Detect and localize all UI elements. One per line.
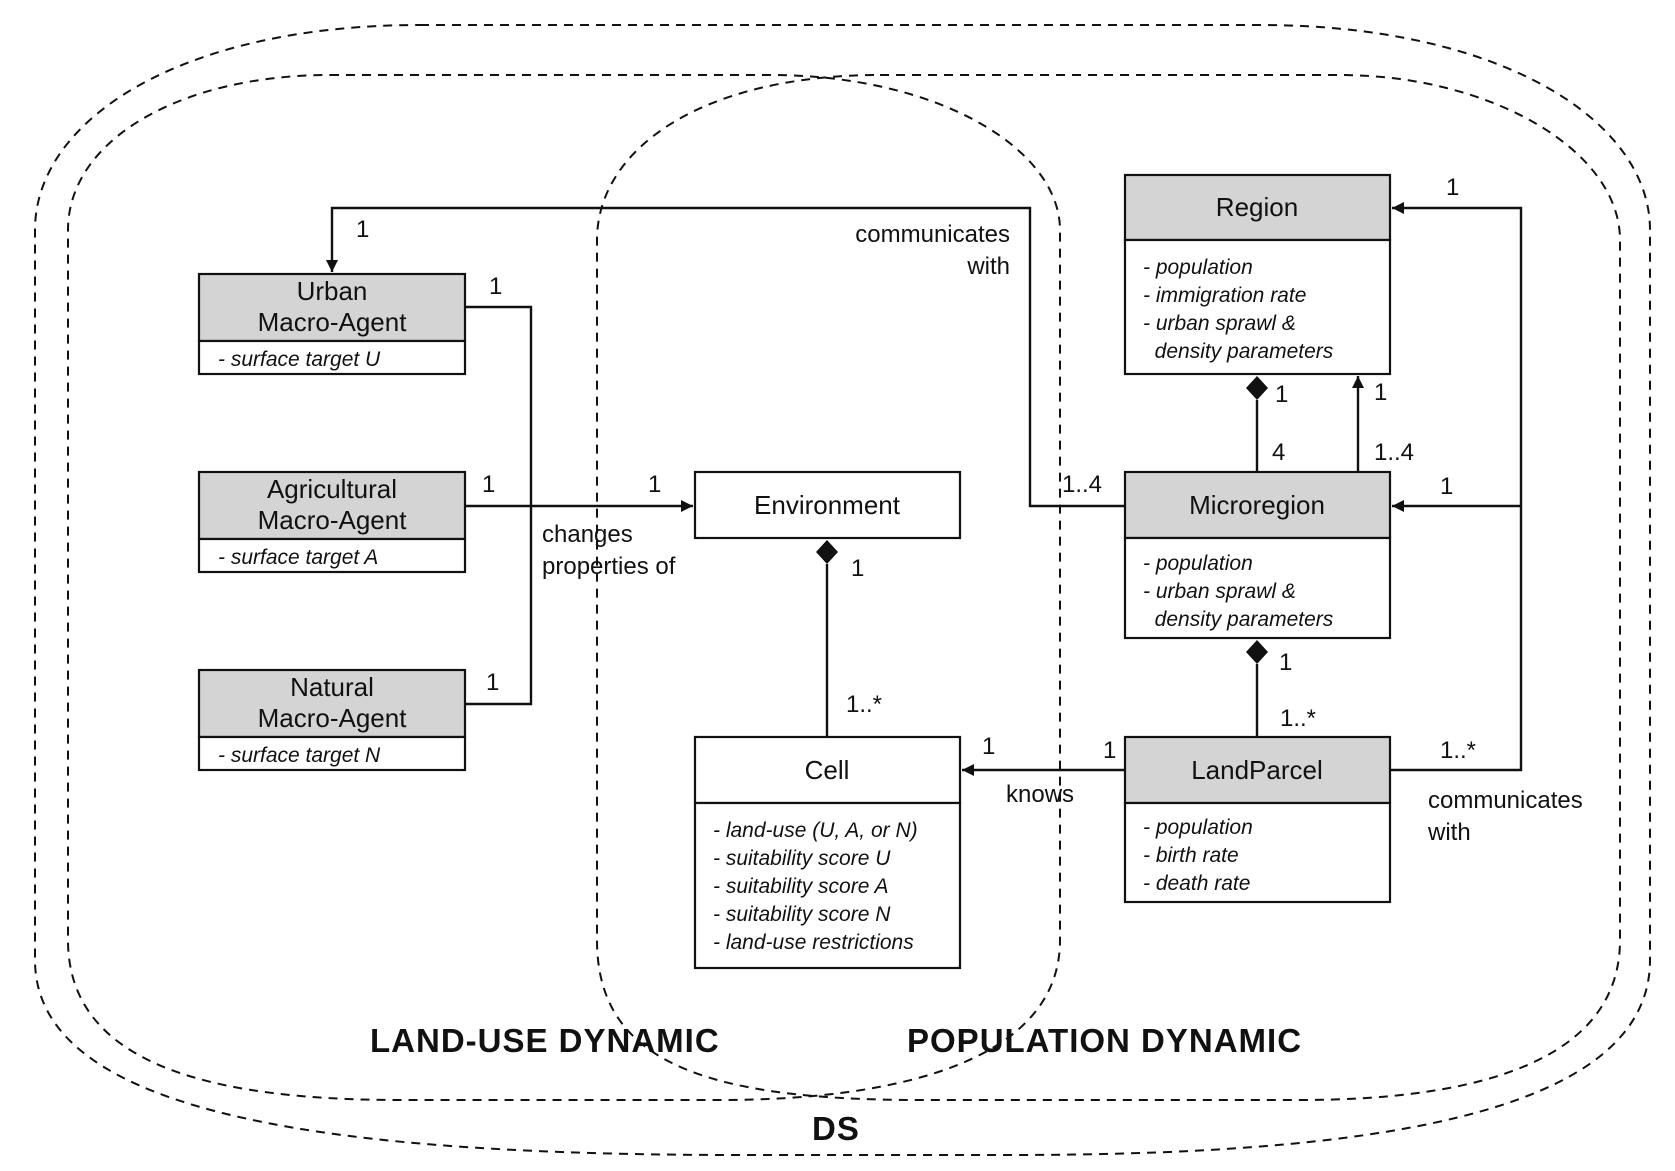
svg-text:LandParcel: LandParcel xyxy=(1191,755,1323,785)
environment-class: Environment xyxy=(693,470,962,540)
microregion-landparcel-composition xyxy=(1246,640,1268,737)
communicates-with-region-association xyxy=(1390,202,1523,772)
mult-parcel-right: 1..* xyxy=(1440,737,1476,764)
svg-text:- surface target A: - surface target A xyxy=(218,546,378,569)
mult-parcel-top: 1..* xyxy=(1280,705,1316,732)
svg-text:- birth rate: - birth rate xyxy=(1143,844,1239,867)
urban-macro-agent-class: Urban Macro-Agent - surface target U xyxy=(197,272,467,376)
svg-text:Urban: Urban xyxy=(297,276,368,306)
svg-text:density parameters: density parameters xyxy=(1143,340,1334,363)
mult-env-comp: 1 xyxy=(851,555,864,582)
svg-text:Agricultural: Agricultural xyxy=(267,474,397,504)
landparcel-class: LandParcel - population - birth rate - d… xyxy=(1123,735,1392,904)
svg-text:- land-use (U, A, or N): - land-use (U, A, or N) xyxy=(713,819,918,842)
mult-env-left: 1 xyxy=(648,471,661,498)
mult-micro-right: 1 xyxy=(1440,473,1453,500)
cell-class: Cell - land-use (U, A, or N) - suitabili… xyxy=(693,735,962,970)
mult-region-right: 1 xyxy=(1446,174,1459,201)
knows-label: knows xyxy=(1006,781,1074,808)
svg-text:Region: Region xyxy=(1216,192,1298,222)
svg-text:- population: - population xyxy=(1143,816,1253,839)
mult-micro-comp-end: 4 xyxy=(1272,439,1285,466)
mult-micro-left: 1..4 xyxy=(1062,471,1102,498)
svg-text:Cell: Cell xyxy=(805,755,850,785)
region-class: Region - population - immigration rate -… xyxy=(1123,173,1392,376)
svg-text:- death rate: - death rate xyxy=(1143,872,1250,895)
natural-macro-agent-class: Natural Macro-Agent - surface target N xyxy=(197,668,467,772)
mult-agri-right: 1 xyxy=(482,471,495,498)
mult-cell-top: 1..* xyxy=(846,691,882,718)
mult-urban-right: 1 xyxy=(489,273,502,300)
ds-title: DS xyxy=(812,1110,860,1147)
svg-text:Macro-Agent: Macro-Agent xyxy=(258,703,408,733)
microregion-class: Microregion - population - urban sprawl … xyxy=(1123,470,1392,640)
svg-text:- population: - population xyxy=(1143,256,1253,279)
svg-text:Microregion: Microregion xyxy=(1189,490,1325,520)
ds-boundary xyxy=(34,24,1651,1156)
svg-text:density parameters: density parameters xyxy=(1143,608,1334,631)
svg-text:Environment: Environment xyxy=(754,490,901,520)
changes-properties-association xyxy=(465,305,693,706)
population-dynamic-title: POPULATION DYNAMIC xyxy=(907,1022,1302,1059)
with-right-label: with xyxy=(1427,819,1471,846)
land-use-dynamic-title: LAND-USE DYNAMIC xyxy=(370,1022,720,1059)
mult-parcel-left: 1 xyxy=(1103,737,1116,764)
svg-text:Natural: Natural xyxy=(290,672,374,702)
svg-text:Macro-Agent: Macro-Agent xyxy=(258,505,408,535)
svg-text:- urban sprawl &: - urban sprawl & xyxy=(1143,312,1296,335)
land-use-dynamic-boundary xyxy=(67,74,1061,1101)
svg-text:- suitability score U: - suitability score U xyxy=(713,847,891,870)
region-microregion-composition xyxy=(1246,376,1268,472)
svg-text:- urban sprawl &: - urban sprawl & xyxy=(1143,580,1296,603)
properties-of-label: properties of xyxy=(542,553,676,580)
mult-natural-right: 1 xyxy=(486,669,499,696)
environment-cell-composition xyxy=(816,540,838,737)
communicates-right-label: communicates xyxy=(1428,787,1583,814)
svg-text:- immigration rate: - immigration rate xyxy=(1143,284,1306,307)
mult-region-inh: 1 xyxy=(1374,379,1387,406)
svg-text:- suitability score A: - suitability score A xyxy=(713,875,888,898)
mult-cell-right: 1 xyxy=(982,733,995,760)
communicates-with-urban-association xyxy=(326,206,1125,508)
agricultural-macro-agent-class: Agricultural Macro-Agent - surface targe… xyxy=(197,470,467,574)
svg-text:- surface target U: - surface target U xyxy=(218,348,381,371)
mult-region-comp: 1 xyxy=(1275,381,1288,408)
with-top-label: with xyxy=(966,253,1010,280)
svg-text:- suitability score N: - suitability score N xyxy=(713,903,891,926)
population-dynamic-boundary xyxy=(596,74,1621,1101)
svg-text:- surface target N: - surface target N xyxy=(218,744,381,767)
mult-micro-inh-end: 1..4 xyxy=(1374,439,1414,466)
svg-text:- land-use restrictions: - land-use restrictions xyxy=(713,931,914,954)
mult-urban-top: 1 xyxy=(356,216,369,243)
changes-label: changes xyxy=(542,521,633,548)
svg-text:- population: - population xyxy=(1143,552,1253,575)
svg-text:Macro-Agent: Macro-Agent xyxy=(258,307,408,337)
communicates-top-label: communicates xyxy=(855,221,1010,248)
mult-micro-bottom: 1 xyxy=(1279,649,1292,676)
